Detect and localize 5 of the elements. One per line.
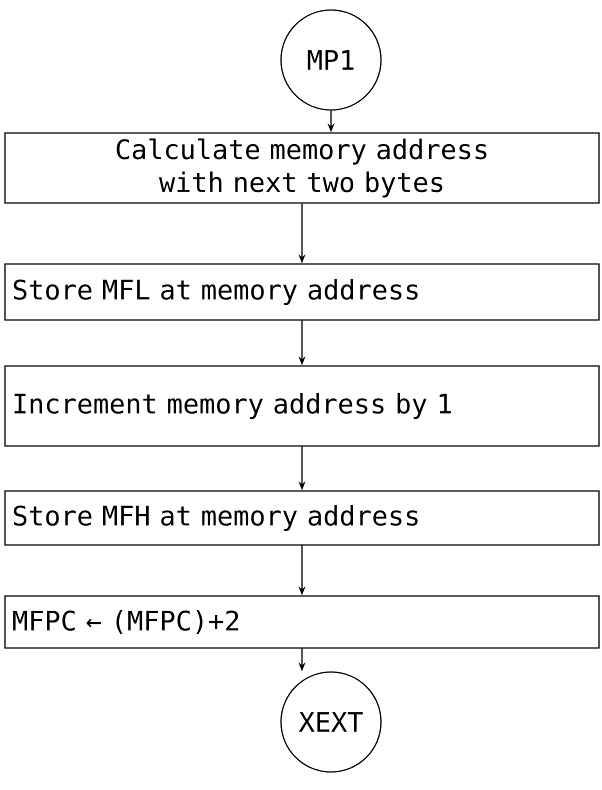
process-box: Store MFL at memory address: [4, 263, 600, 321]
process-box: MFPC ← (MFPC)+2: [4, 595, 600, 649]
process-box: Increment memory address by 1: [4, 365, 600, 447]
process-box: Calculate memory address with next two bytes: [4, 132, 600, 204]
process-box: Store MFH at memory address: [4, 490, 600, 546]
